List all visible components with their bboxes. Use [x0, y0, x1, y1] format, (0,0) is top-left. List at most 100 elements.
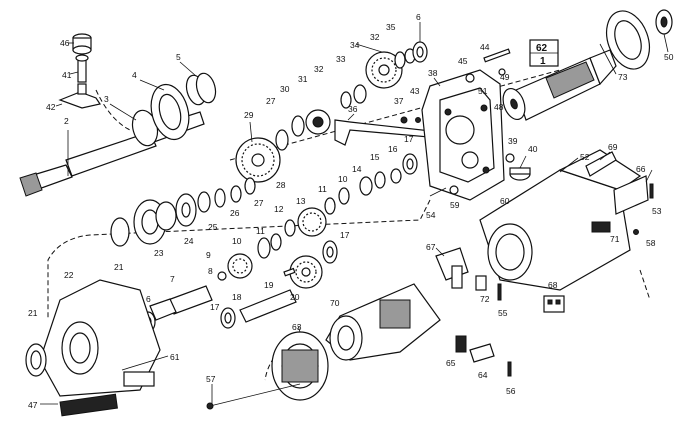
callout-38: 38 [428, 68, 438, 78]
callout-46: 46 [60, 38, 70, 48]
part-34-gear [365, 51, 403, 89]
callout-39: 39 [508, 136, 518, 146]
callout-32: 32 [314, 64, 324, 74]
callout-45: 45 [458, 56, 468, 66]
part-22-gearbox-housing [39, 279, 161, 397]
part-9-gear [227, 253, 253, 279]
callout-58: 58 [646, 238, 656, 248]
callout-10: 10 [338, 174, 348, 184]
callout-42: 42 [46, 102, 56, 112]
part-56-screw [507, 361, 512, 377]
callout-7: 7 [170, 274, 175, 284]
callout-28: 28 [276, 180, 286, 190]
callout-51: 51 [478, 86, 488, 96]
part-37-pin [400, 116, 408, 124]
part-30-ring [291, 115, 305, 137]
callout-67: 67 [426, 242, 436, 252]
callout-17b: 17 [340, 230, 350, 240]
callout-30: 30 [280, 84, 290, 94]
part-24-bearing [175, 193, 197, 227]
ref-box-bottom: 1 [540, 56, 546, 67]
part-18-shaft [239, 289, 297, 323]
part-27-washer-b [230, 185, 242, 203]
callout-55: 55 [498, 308, 508, 318]
part-17-bearing-b [322, 240, 338, 264]
part-44-screw [483, 48, 511, 63]
callout-17c: 17 [210, 302, 220, 312]
callout-11: 11 [318, 184, 327, 194]
callout-37: 37 [394, 96, 404, 106]
callout-19: 19 [264, 280, 274, 290]
callout-12: 12 [274, 204, 284, 214]
part-12-bush [284, 219, 296, 237]
part-65-brush [455, 335, 467, 353]
part-69-handle [585, 151, 617, 177]
armature-group [465, 9, 673, 121]
part-63-stator [271, 331, 329, 401]
part-31-clutch [305, 109, 331, 135]
part-33-bush [353, 84, 367, 104]
callout-25: 25 [208, 222, 218, 232]
callout-22: 22 [64, 270, 74, 280]
part-38-gear-housing [421, 69, 505, 201]
part-36-fork [334, 119, 441, 146]
part-27-washer [275, 129, 289, 151]
callout-71: 71 [610, 234, 620, 244]
callout-69: 69 [608, 142, 618, 152]
lower-gear-train [140, 233, 338, 333]
part-13-gear [297, 207, 327, 237]
part-5-ring-b [195, 72, 217, 104]
callout-49: 49 [500, 72, 510, 82]
callout-11b: 11 [256, 226, 265, 236]
callout-65: 65 [446, 358, 456, 368]
part-51-fan [502, 87, 526, 121]
part-11-washer-a [324, 197, 336, 215]
part-53-screw [649, 183, 654, 199]
upper-gear-train [235, 41, 441, 183]
part-71-switch [591, 221, 611, 233]
callout-61: 61 [170, 352, 180, 362]
callout-33: 33 [336, 54, 346, 64]
part-26-ring [214, 188, 226, 208]
callout-53: 53 [652, 206, 662, 216]
callout-72: 72 [480, 294, 490, 304]
part-59-washer [449, 185, 459, 195]
callout-73: 73 [618, 72, 628, 82]
part-8-washer [217, 271, 227, 281]
callout-8: 8 [208, 266, 213, 276]
callout-21b: 21 [28, 308, 38, 318]
callout-54: 54 [426, 210, 436, 220]
callout-16: 16 [388, 144, 398, 154]
callout-64: 64 [478, 370, 488, 380]
callout-63: 63 [292, 322, 302, 332]
callout-9: 9 [206, 250, 211, 260]
part-17-bearing-a [402, 153, 418, 175]
callout-70: 70 [330, 298, 340, 308]
callout-20: 20 [290, 292, 300, 302]
callout-4: 4 [132, 70, 137, 80]
callout-18: 18 [232, 292, 242, 302]
callout-21: 21 [114, 262, 124, 272]
callout-3: 3 [104, 94, 109, 104]
part-72-bracket [475, 275, 487, 291]
callout-10b: 10 [232, 236, 242, 246]
callout-23: 23 [154, 248, 164, 258]
part-42-lever [58, 91, 101, 109]
callout-26: 26 [230, 208, 240, 218]
part-15-bush [374, 171, 386, 189]
callout-15: 15 [370, 152, 380, 162]
part-19-key [283, 267, 296, 277]
part-20-gear [289, 255, 323, 289]
callout-48: 48 [494, 102, 504, 112]
part-73-field-ring [605, 10, 651, 70]
callout-44: 44 [480, 42, 490, 52]
callout-27b: 27 [254, 198, 264, 208]
part-25-ring [197, 191, 211, 213]
part-60-motor-housing [479, 149, 642, 291]
part-45-washer [465, 73, 475, 83]
callout-2: 2 [64, 116, 69, 126]
callout-43: 43 [410, 86, 420, 96]
part-21-ring-a [110, 217, 130, 247]
callout-35: 35 [386, 22, 396, 32]
ref-box-top: 62 [536, 43, 548, 54]
